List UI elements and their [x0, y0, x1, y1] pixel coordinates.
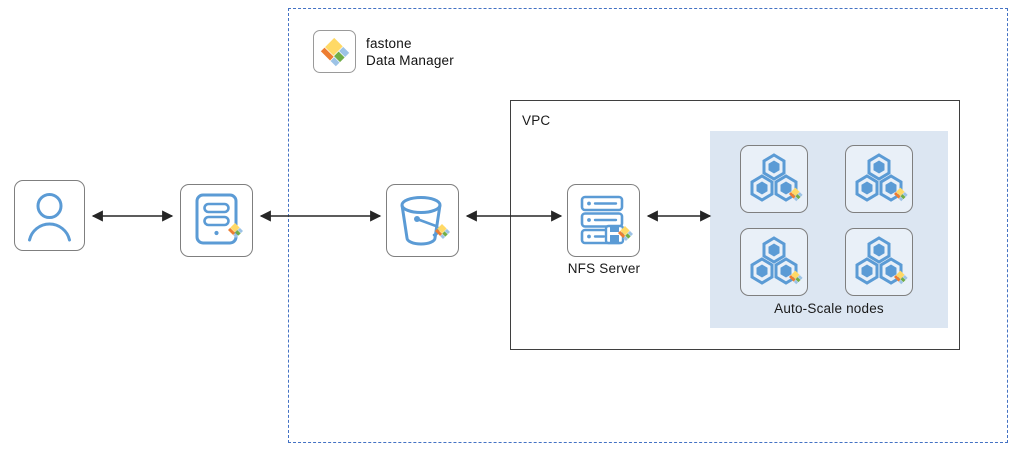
connection-data-manager-to-bucket — [259, 210, 382, 222]
auto-scale-node-4[interactable] — [845, 228, 913, 296]
nfs-server-node[interactable] — [567, 184, 640, 257]
vpc-label: VPC — [522, 113, 551, 128]
auto-scale-node-1[interactable] — [740, 145, 808, 213]
compute-node-hexagons-icon — [750, 153, 803, 202]
nfs-server-label: NFS Server — [567, 261, 641, 276]
auto-scale-node-2[interactable] — [845, 145, 913, 213]
cloud-boundary — [288, 8, 1008, 443]
connection-user-to-data-manager — [91, 210, 174, 222]
brand-block: fastone Data Manager — [313, 30, 454, 73]
brand-name: fastone Data Manager — [366, 35, 454, 69]
compute-node-hexagons-icon — [750, 236, 803, 285]
user-node[interactable] — [14, 180, 85, 251]
auto-scale-group-label: Auto-Scale nodes — [774, 301, 884, 316]
compute-node-hexagons-icon — [855, 153, 908, 202]
compute-node-hexagons-icon — [855, 236, 908, 285]
nfs-server-rack-icon — [580, 195, 634, 245]
auto-scale-node-3[interactable] — [740, 228, 808, 296]
server-document-icon — [195, 193, 244, 245]
brand-line-2: Data Manager — [366, 52, 454, 68]
connection-bucket-to-nfs — [465, 210, 563, 222]
fastone-diamond-logo-icon — [313, 30, 356, 73]
user-person-icon — [28, 193, 71, 242]
data-manager-server-node[interactable] — [180, 184, 253, 257]
connection-nfs-to-autoscale — [646, 210, 712, 222]
bucket-icon — [400, 196, 451, 246]
brand-line-1: fastone — [366, 35, 412, 51]
object-storage-bucket-node[interactable] — [386, 184, 459, 257]
